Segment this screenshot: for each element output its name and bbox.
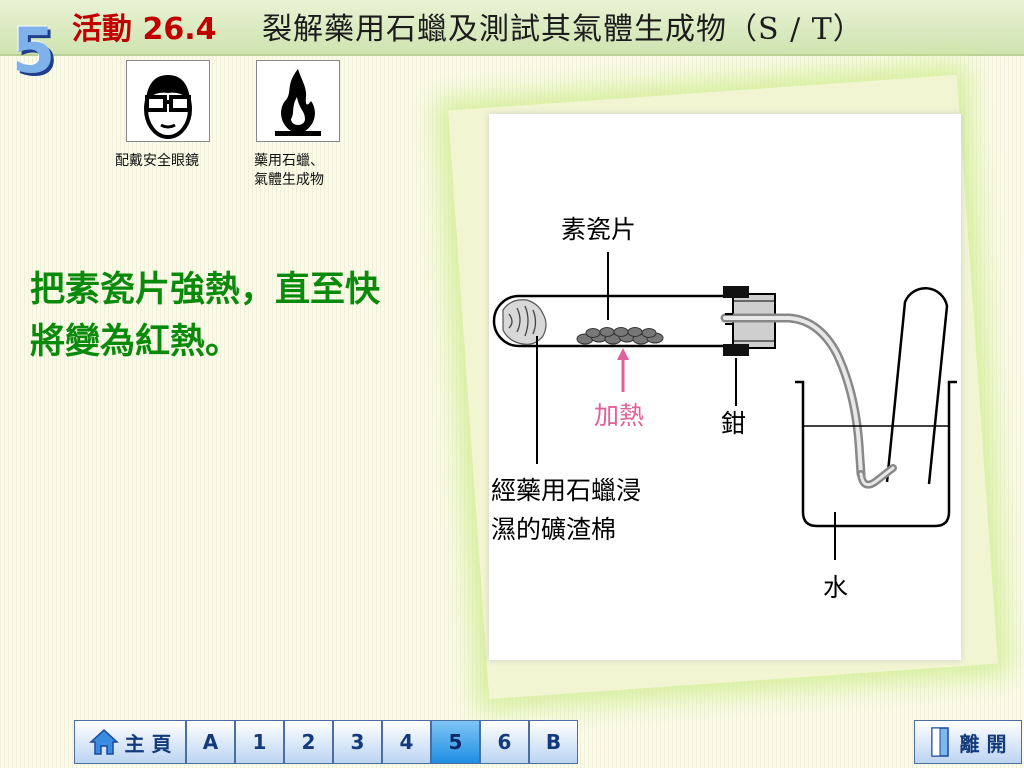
apparatus-diagram: 素瓷片 加熱 鉗 經藥用石蠟浸 濕的礦渣棉 水 — [491, 215, 957, 602]
flammable-icon — [256, 60, 340, 142]
label-clamp: 鉗 — [721, 409, 746, 438]
label-heat: 加熱 — [594, 401, 644, 430]
nav-button-4[interactable]: 4 — [382, 720, 431, 764]
instruction-text: 把素瓷片強熱，直至快 將變為紅熱。 — [30, 270, 381, 362]
door-icon — [930, 727, 949, 757]
title-bar — [0, 0, 1024, 56]
diagram-panel — [489, 114, 961, 660]
nav-button-6[interactable]: 6 — [480, 720, 529, 764]
clamp-top — [723, 286, 749, 298]
home-icon — [88, 728, 119, 755]
section-number-badge: 5 — [12, 14, 56, 87]
clamp-bottom — [723, 344, 749, 356]
beaker — [795, 380, 957, 528]
nav-button-2[interactable]: 2 — [284, 720, 333, 764]
label-water: 水 — [823, 573, 848, 602]
exit-label: 離 開 — [959, 731, 1007, 756]
safety-goggles-icon — [126, 60, 210, 142]
activity-label: 活動 26.4 — [72, 12, 217, 47]
porcelain-chips — [576, 327, 664, 345]
home-label: 主 頁 — [124, 731, 172, 756]
nav-button-1[interactable]: 1 — [235, 720, 284, 764]
nav-button-a[interactable]: A — [186, 720, 235, 764]
gas-collection-tube — [885, 286, 949, 485]
safety-caption-flammable: 藥用石蠟、 氣體生成物 — [254, 153, 324, 188]
navigation-bar: 主 頁 A 1 2 3 4 5 6 B — [74, 720, 578, 766]
boiling-tube — [492, 294, 733, 348]
home-button[interactable]: 主 頁 — [74, 720, 186, 764]
exit-button[interactable]: 離 開 — [914, 720, 1022, 764]
label-wool-line1: 經藥用石蠟浸 — [491, 476, 641, 505]
nav-button-5[interactable]: 5 — [431, 720, 480, 764]
safety-caption-goggles: 配戴安全眼鏡 — [115, 153, 199, 169]
nav-button-b[interactable]: B — [529, 720, 578, 764]
label-wool-line2: 濕的礦渣棉 — [491, 515, 616, 544]
mineral-wool — [502, 299, 547, 345]
label-porcelain: 素瓷片 — [561, 215, 636, 244]
page-title: 裂解藥用石蠟及測試其氣體生成物（S / T） — [262, 12, 864, 47]
nav-button-3[interactable]: 3 — [333, 720, 382, 764]
